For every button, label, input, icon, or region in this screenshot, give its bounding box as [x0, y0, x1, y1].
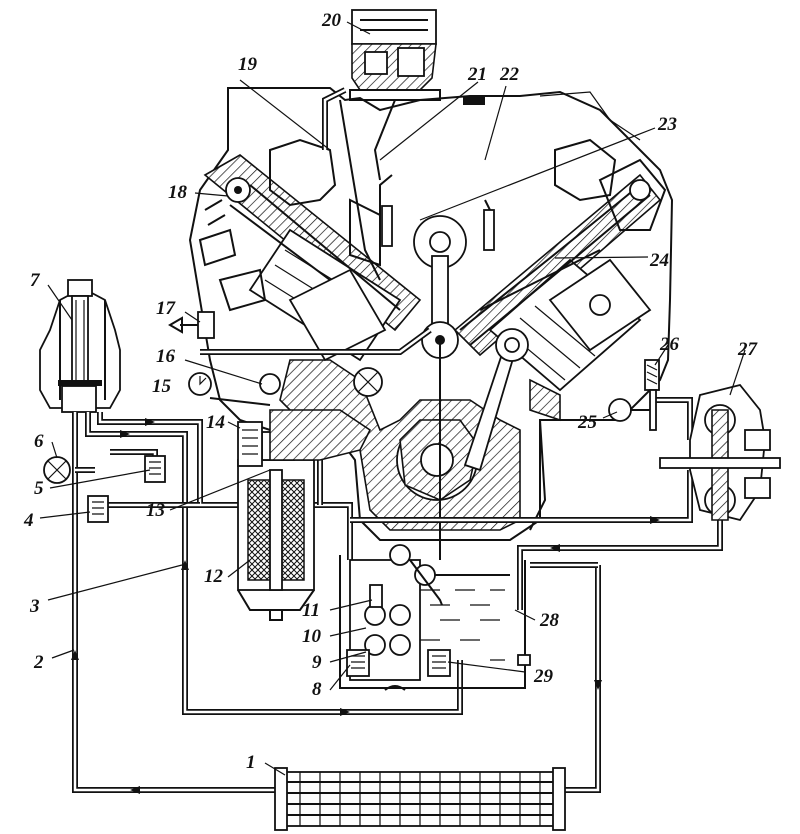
label-8: 8 — [312, 679, 322, 700]
thermostat-26 — [644, 359, 660, 431]
engine-block — [188, 87, 674, 560]
label-20: 20 — [321, 10, 342, 31]
label-14: 14 — [206, 412, 225, 433]
label-22: 22 — [499, 64, 520, 85]
label-16: 16 — [156, 346, 176, 367]
leader-lines — [39, 21, 746, 776]
valve-5 — [144, 455, 166, 483]
top-pump-unit — [349, 9, 441, 101]
label-19: 19 — [238, 54, 258, 75]
label-28: 28 — [539, 610, 560, 631]
right-cylinder-bank — [453, 138, 667, 472]
plug-16 — [259, 373, 281, 395]
sender-17 — [168, 311, 215, 339]
label-2: 2 — [33, 652, 44, 673]
label-6: 6 — [34, 431, 44, 452]
label-4: 4 — [23, 510, 34, 531]
label-15: 15 — [152, 376, 172, 397]
label-29: 29 — [533, 666, 554, 687]
valve-29 — [427, 649, 451, 677]
left-piston — [288, 268, 387, 362]
hydraulic-coupling-27 — [659, 383, 781, 522]
label-13: 13 — [146, 500, 165, 521]
label-21: 21 — [467, 64, 487, 85]
label-9: 9 — [312, 652, 322, 673]
label-17: 17 — [156, 298, 177, 319]
valve-11 — [369, 584, 383, 608]
gauge-25 — [608, 398, 652, 422]
valve-14 — [237, 421, 263, 467]
label-23: 23 — [657, 114, 677, 135]
label-3: 3 — [29, 596, 40, 617]
label-11: 11 — [302, 600, 320, 621]
labels: 1 2 3 4 5 6 7 8 9 10 11 12 13 14 15 16 1… — [23, 10, 759, 773]
label-7: 7 — [30, 270, 41, 291]
gauge-6 — [43, 456, 71, 484]
label-10: 10 — [302, 626, 322, 647]
label-27: 27 — [737, 339, 759, 360]
label-24: 24 — [649, 250, 669, 271]
full-flow-filter — [237, 409, 372, 621]
centrifugal-filter — [39, 279, 121, 413]
label-26: 26 — [659, 334, 680, 355]
oil-pump — [346, 544, 451, 691]
label-18: 18 — [168, 182, 188, 203]
valve-4 — [87, 495, 109, 523]
label-1: 1 — [246, 752, 256, 773]
right-rocker-shaft — [629, 179, 651, 201]
label-5: 5 — [34, 478, 44, 499]
label-12: 12 — [204, 566, 224, 587]
flow-arrows — [71, 418, 660, 794]
oil-cooler — [274, 767, 566, 831]
label-25: 25 — [577, 412, 598, 433]
pressure-gauge-15 — [188, 372, 271, 406]
